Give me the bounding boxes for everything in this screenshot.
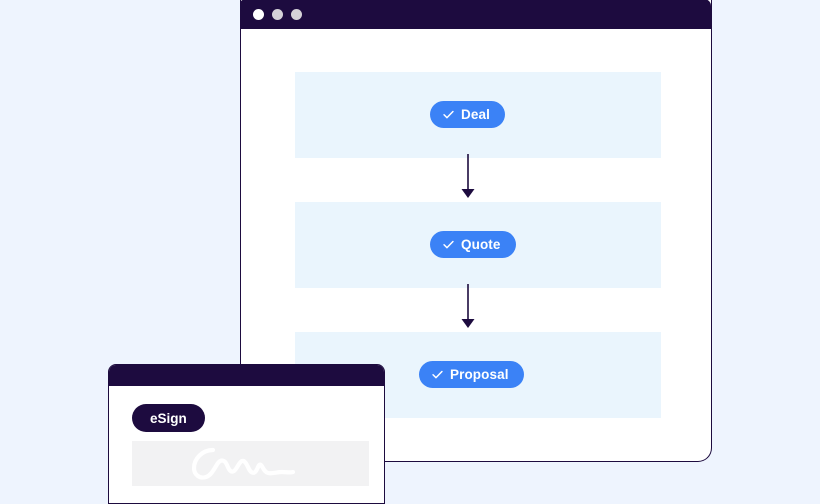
check-icon [443, 240, 454, 249]
arrow-down-icon [461, 284, 475, 328]
step-pill-quote[interactable]: Quote [430, 231, 516, 258]
esign-window-titlebar [109, 365, 384, 387]
arrow-down-icon [461, 154, 475, 198]
step-pill-label: Deal [461, 107, 490, 122]
step-pill-label: Quote [461, 237, 501, 252]
esign-badge-label: eSign [150, 410, 187, 426]
step-pill-proposal[interactable]: Proposal [419, 361, 524, 388]
step-pill-label: Proposal [450, 367, 509, 382]
step-pill-deal[interactable]: Deal [430, 101, 505, 128]
signature-canvas[interactable] [132, 441, 369, 486]
esign-badge[interactable]: eSign [132, 404, 205, 432]
check-icon [443, 110, 454, 119]
deal-flow-window: Deal Quote Proposal [240, 0, 712, 462]
signature-stroke-icon [191, 447, 296, 480]
deal-flow-steps: Deal Quote Proposal [241, 29, 711, 461]
esign-window: eSign [108, 364, 385, 504]
window-dot-close-icon[interactable] [253, 8, 265, 20]
window-titlebar [241, 0, 711, 29]
window-dot-minimize-icon[interactable] [272, 8, 284, 20]
window-dot-maximize-icon[interactable] [291, 8, 303, 20]
check-icon [432, 370, 443, 379]
